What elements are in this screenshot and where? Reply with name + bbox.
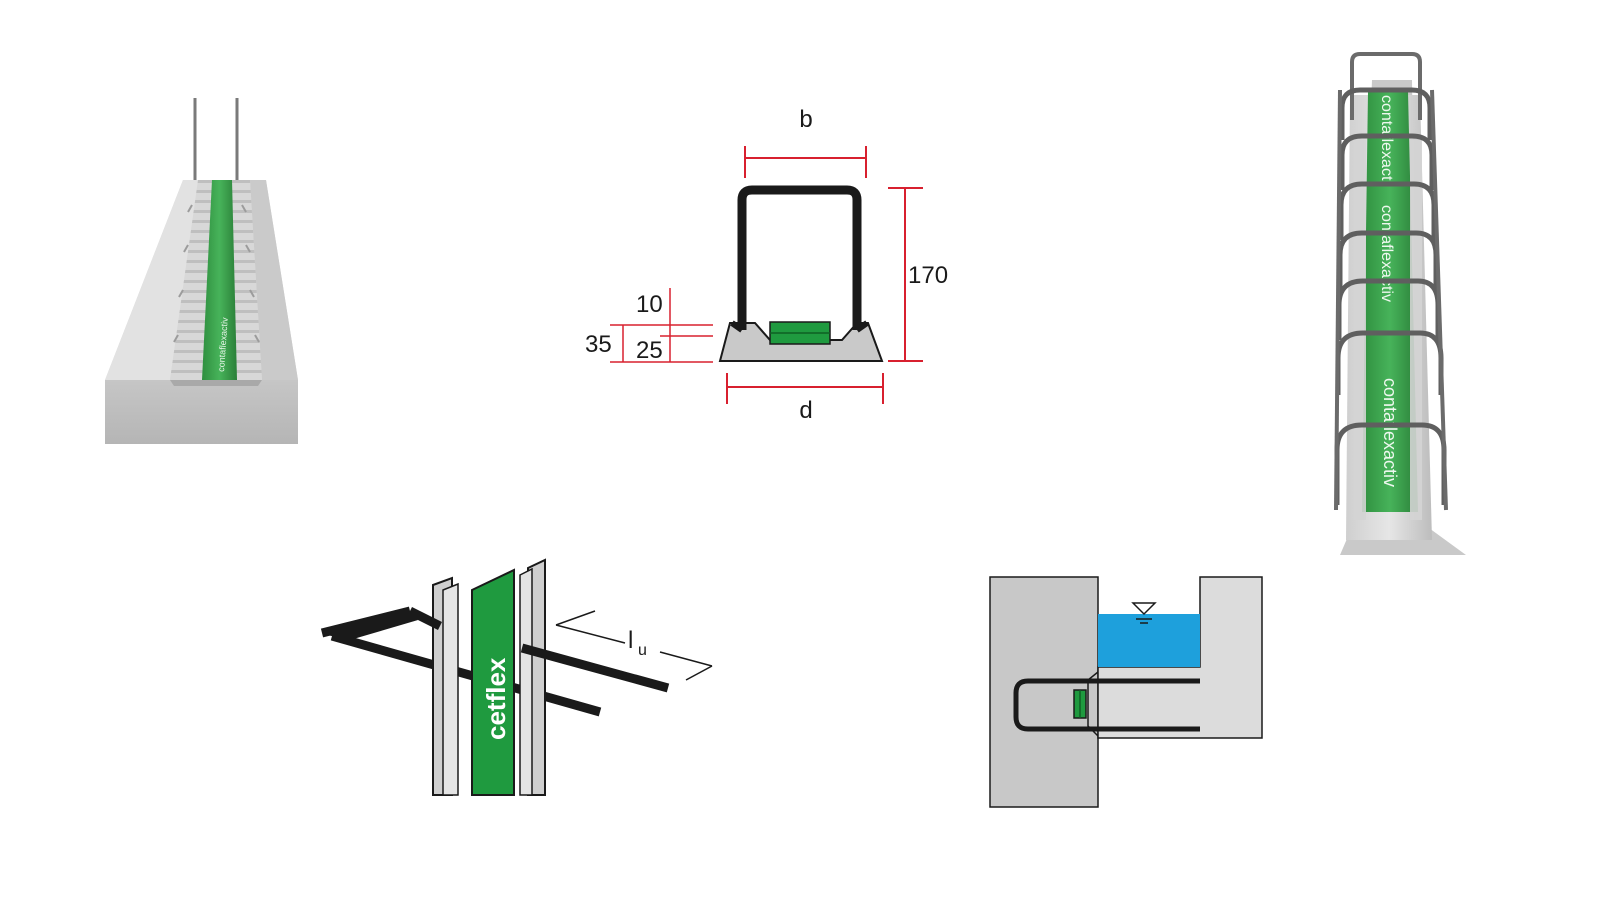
profile-strip-text-1: contaflexacti: [1378, 95, 1395, 184]
dim-label-35: 35: [585, 331, 612, 358]
stirrup-foot-left: [730, 320, 744, 333]
u-bar-top-back: [320, 606, 412, 638]
beam-membrane-strip: [202, 180, 237, 380]
dim-label-lu: l: [628, 627, 633, 654]
connector-strip-text: cetflex: [481, 657, 511, 740]
profile-membrane-band: [471, 568, 515, 796]
rebar-top-loop: [1350, 52, 1422, 120]
beam-side-notches: [173, 204, 260, 343]
dim-label-25: 25: [636, 337, 663, 364]
dim-line-lu-left: [555, 624, 626, 644]
dim-label-d: d: [799, 397, 812, 424]
u-bar-upper-leg: [520, 643, 670, 693]
u-bar-lower-leg: [330, 631, 602, 717]
beam-front-face: [105, 380, 298, 444]
joint-water-body: [1098, 614, 1200, 667]
profile-strip-text-3: contaflexactiv: [1380, 378, 1400, 487]
profile-membrane-strip: [1362, 92, 1418, 512]
beam-front-groove: [170, 380, 262, 386]
dim-line-lu-right: [659, 651, 713, 667]
dim-label-170: 170: [908, 262, 948, 289]
joint-section-diagram: [989, 576, 1263, 808]
profile-strip-text-2: contaflexactiv: [1378, 205, 1395, 302]
beam-right-slope: [250, 180, 298, 380]
rebar-longitudinal-right: [1430, 89, 1448, 511]
dim-label-b: b: [799, 106, 812, 133]
water-level-triangle-icon: [1131, 602, 1157, 624]
profile-cross-section: b 170 d 10 25 35: [585, 106, 948, 424]
dim-label-10: 10: [636, 291, 663, 318]
profile-with-rebar-photo: contaflexacti contaflexactiv contaflexac…: [1334, 52, 1466, 555]
precast-beam-photo: contaflexactiv: [105, 98, 298, 444]
stirrup-foot-right: [855, 320, 869, 333]
joint-rebar-u: [1013, 678, 1200, 732]
connector-sketch: cetflex l u: [320, 558, 713, 796]
dim-label-lu-subscript: u: [638, 642, 647, 659]
cross-section-stirrup: [737, 185, 862, 330]
rebar-longitudinal-left: [1334, 89, 1342, 511]
beam-strip-text: contaflexactiv: [216, 317, 230, 373]
beam-left-slope: [105, 180, 200, 380]
